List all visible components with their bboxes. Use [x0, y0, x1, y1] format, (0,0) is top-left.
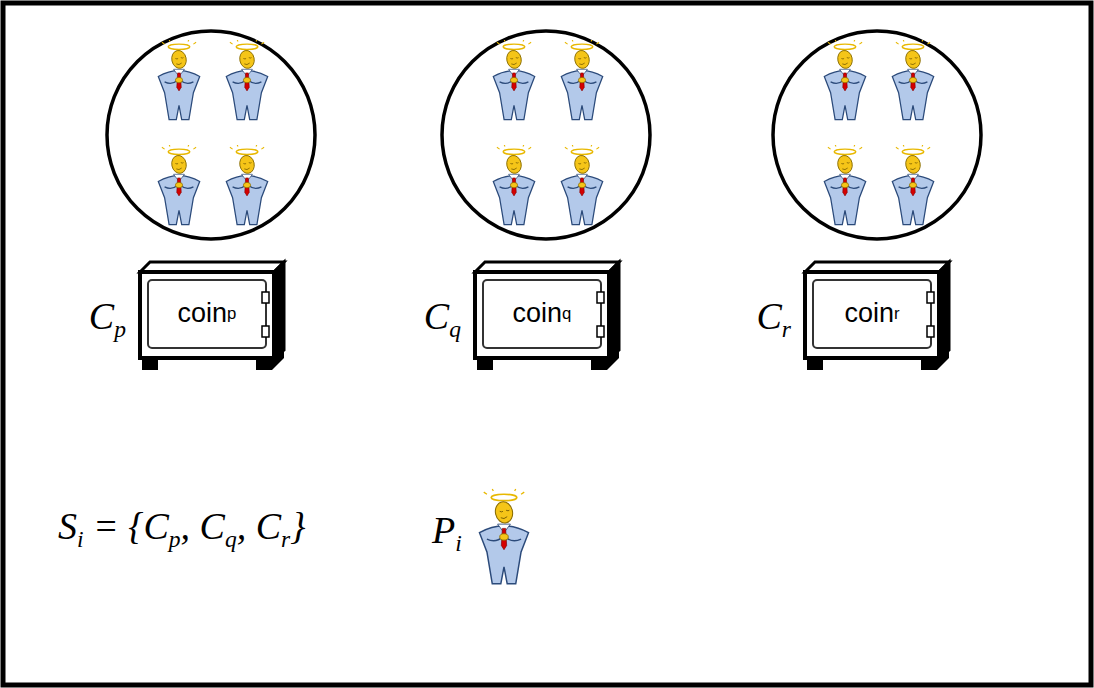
subscript: p [227, 305, 236, 323]
subscript: i [77, 526, 84, 552]
committee-circle [442, 31, 650, 239]
text-run: , C [181, 505, 225, 547]
text-run: } [290, 505, 305, 547]
angel-figure [226, 40, 267, 120]
angel-figure [158, 145, 199, 225]
text-run: S [58, 505, 77, 547]
safe-leg [921, 358, 937, 370]
safe-leg [591, 358, 607, 370]
safe-label: Cq [424, 296, 461, 343]
safe-leg [937, 350, 949, 370]
safe-front [805, 272, 939, 358]
safe-leg [256, 358, 272, 370]
party-figure [479, 489, 528, 584]
subscript: q [449, 317, 461, 343]
set-formula: Si = {Cp, Cq, Cr} [58, 506, 305, 553]
committee-circle [107, 31, 315, 239]
hinge [927, 292, 934, 303]
safe-label: Cp [89, 296, 126, 343]
safe-front [475, 272, 609, 358]
safe-door [483, 280, 601, 348]
committee-circle [773, 31, 981, 239]
angel-figure [226, 145, 267, 225]
text-run: coin [178, 299, 228, 329]
angel-figure [158, 40, 199, 120]
frame [3, 3, 1091, 685]
safe-content: coinr [813, 280, 931, 348]
committee-circle [107, 31, 315, 239]
text-run: C [89, 295, 114, 337]
hinge [262, 292, 269, 303]
safe-content: coinp [148, 280, 266, 348]
safe-leg [142, 358, 158, 370]
angel-figure [493, 40, 534, 120]
safe-box: Cpcoinp [55, 258, 300, 378]
text-run: = {C [84, 505, 169, 547]
safe-leg [477, 358, 493, 370]
subscript: r [782, 317, 791, 343]
subscript: q [225, 526, 237, 552]
party-label: Pi [432, 510, 462, 557]
subscript: r [894, 305, 900, 323]
angel-figure [561, 40, 602, 120]
hinge [597, 326, 604, 337]
angel-figure [824, 40, 865, 120]
hinge [597, 292, 604, 303]
safe-door [813, 280, 931, 348]
subscript: q [562, 305, 571, 323]
safe-front [140, 272, 274, 358]
angel-figure [824, 145, 865, 225]
subscript: p [114, 317, 126, 343]
safe-content: coinq [483, 280, 601, 348]
angel-figure [493, 145, 534, 225]
safe-box: Cqcoinq [390, 258, 635, 378]
angel-figure [892, 40, 933, 120]
text-run: C [756, 295, 781, 337]
text-run: C [424, 295, 449, 337]
text-run: , C [237, 505, 281, 547]
safe-leg [272, 350, 284, 370]
subscript: p [169, 526, 181, 552]
committee-circle [773, 31, 981, 239]
text-run: coin [513, 299, 563, 329]
subscript: i [455, 530, 462, 556]
text-run: P [432, 509, 455, 551]
safe-door [148, 280, 266, 348]
safe-label: Cr [756, 296, 791, 343]
hinge [927, 326, 934, 337]
hinge [262, 326, 269, 337]
angel-figure [892, 145, 933, 225]
safe-leg [807, 358, 823, 370]
text-run: coin [844, 299, 894, 329]
subscript: r [281, 526, 290, 552]
committee-circle [442, 31, 650, 239]
safe-box: Crcoinr [720, 258, 965, 378]
angel-figure [561, 145, 602, 225]
safe-leg [607, 350, 619, 370]
